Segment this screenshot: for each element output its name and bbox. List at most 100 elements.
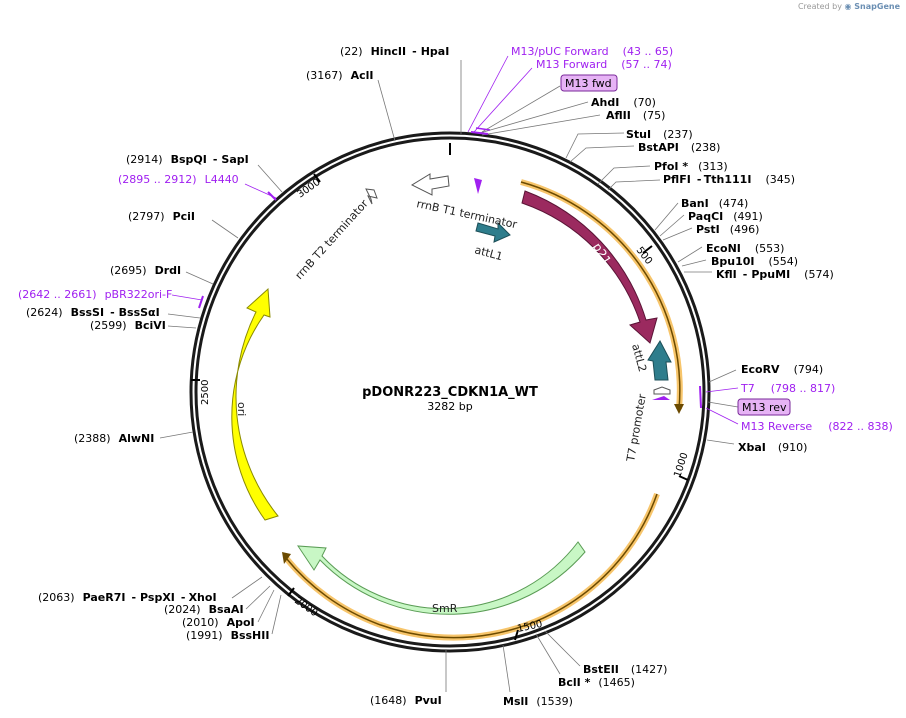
feature-arrow-attl1 xyxy=(475,221,511,243)
site-sep: - xyxy=(213,153,218,166)
site-pos: (70) xyxy=(633,96,656,109)
primer-name: T7 xyxy=(740,382,755,395)
site-leader-drdi xyxy=(185,271,214,285)
snapgene-credit: Created by ◉ SnapGene xyxy=(798,2,900,11)
feature-arrow-rrnb-t2 xyxy=(365,188,378,205)
site-name: BssSI xyxy=(71,306,105,319)
site-leader-msli xyxy=(502,644,511,693)
plasmid-name: pDONR223_CDKN1A_WT xyxy=(362,385,538,400)
site-sep-2: - xyxy=(181,591,185,604)
site-label-acli: (3167)AclI xyxy=(306,69,373,82)
feature-label-t7: T7 promoter xyxy=(624,393,649,464)
site-leader-bcivi xyxy=(167,325,197,329)
primer-leader-m13-rev-box xyxy=(707,401,739,408)
site-pos: (2388) xyxy=(74,432,111,445)
site-name: EcoRV xyxy=(741,363,780,376)
site-pos: (75) xyxy=(643,109,666,122)
site-label-bsaai: (2024)BsaAI xyxy=(164,603,244,616)
primer-leader-pbr322ori xyxy=(171,294,203,301)
primer-label-t7: T7(798 .. 817) xyxy=(740,382,835,395)
site-leader-stui xyxy=(565,132,625,159)
site-label-aflii: AflII(75) xyxy=(606,109,665,122)
feature-label-attl2: attL2 xyxy=(629,342,649,373)
tick-mark-3000 xyxy=(313,173,321,183)
site-name: AlwNI xyxy=(119,432,155,445)
site-leader-acli xyxy=(377,79,396,142)
feature-arrow-rrnb-t1 xyxy=(410,173,450,196)
site-name: BclI * xyxy=(558,676,591,689)
primer-marks xyxy=(171,55,739,425)
site-label-bsshii: (1991)BssHII xyxy=(186,629,269,642)
site-name: AhdI xyxy=(591,96,619,109)
site-label-kfli: KflI-PpuMI(574) xyxy=(716,268,834,281)
site-name: KflI xyxy=(716,268,737,281)
site-name: BciVI xyxy=(135,319,166,332)
site-name: BstEII xyxy=(583,663,619,676)
site-name: EcoNI xyxy=(706,242,741,255)
site-pos: (2063) xyxy=(38,591,75,604)
site-pos: (1648) xyxy=(370,694,407,707)
primer-labels: M13/pUC Forward(43 .. 65) M13 Forward(57… xyxy=(18,45,893,433)
primer-label-m13-puc: M13/pUC Forward(43 .. 65) xyxy=(511,45,673,58)
primer-range: (57 .. 74) xyxy=(621,58,672,71)
site-name: AclI xyxy=(351,69,374,82)
site-name: PciI xyxy=(173,210,195,223)
primer-label-pbr322ori: (2642 .. 2661) pBR322ori-F xyxy=(18,288,172,301)
site-pos: (574) xyxy=(804,268,834,281)
orf-arrow-smr xyxy=(282,552,291,564)
primer-mark-top-2 xyxy=(475,127,491,131)
site-pos: (237) xyxy=(663,128,693,141)
feature-arrow-p21 xyxy=(521,190,658,344)
primer-mark-l4440 xyxy=(267,191,277,201)
site-name: PflFI xyxy=(663,173,691,186)
site-name: BstAPI xyxy=(638,141,679,154)
tick-label-2500: 2500 xyxy=(200,380,211,405)
primer-label-m13-fwd: M13 fwd xyxy=(565,77,612,90)
site-label-bstapi: BstAPI(238) xyxy=(638,141,720,154)
site-pos: (794) xyxy=(794,363,824,376)
site-leader-xbai xyxy=(706,439,735,445)
primer-box-m13-fwd xyxy=(560,74,618,92)
site-leader-pcii xyxy=(211,219,239,239)
primer-range: (2642 .. 2661) xyxy=(18,288,97,301)
site-name-3: XhoI xyxy=(189,591,217,604)
primer-name: M13/pUC Forward xyxy=(511,45,609,58)
site-sep: - xyxy=(110,306,115,319)
site-name: PfoI * xyxy=(654,160,688,173)
orf-arc-smr-core xyxy=(285,493,658,639)
primer-leader-m13-fwd-box xyxy=(481,85,561,133)
site-pos: (474) xyxy=(719,197,749,210)
site-sep: - xyxy=(412,45,417,58)
primer-range: (2895 .. 2912) xyxy=(118,173,197,186)
site-leaders xyxy=(159,60,737,693)
feature-label-attl1: attL1 xyxy=(473,243,504,263)
plasmid-length: 3282 bp xyxy=(427,400,472,413)
site-pos: (2624) xyxy=(26,306,63,319)
site-name: XbaI xyxy=(738,441,766,454)
site-leader-bspqi xyxy=(257,164,283,193)
site-name: BssHII xyxy=(231,629,270,642)
site-leader-paqci xyxy=(659,214,685,237)
site-label-paqci: PaqCI(491) xyxy=(688,210,763,223)
feature-arrow-ori xyxy=(231,287,279,521)
site-name: BsaAI xyxy=(209,603,244,616)
site-pos: (1539) xyxy=(536,695,573,708)
primer-mark-right xyxy=(699,385,702,409)
site-label-bcli: BclI *(1465) xyxy=(558,676,635,689)
site-pos: (2010) xyxy=(182,616,219,629)
primer-name: pBR322ori-F xyxy=(105,288,173,301)
site-pos: (2599) xyxy=(90,319,127,332)
site-leader-bsteii xyxy=(544,630,581,667)
primer-name: M13 Reverse xyxy=(741,420,812,433)
site-leader-apoi xyxy=(257,589,275,623)
site-leader-bcli xyxy=(535,633,561,675)
primer-leader-m13-reverse xyxy=(705,407,739,425)
site-sep: - xyxy=(697,173,701,186)
site-label-bpu10i: Bpu10I(554) xyxy=(711,255,798,268)
site-pos: (910) xyxy=(778,441,808,454)
credit-brand: SnapGene xyxy=(854,2,900,11)
primer-arrow-m13-rev xyxy=(652,396,670,400)
primer-label-m13-reverse: M13 Reverse(822 .. 838) xyxy=(741,420,893,433)
site-label-ahdi: AhdI (70) xyxy=(591,96,656,109)
site-name-2: BssSαI xyxy=(119,306,160,319)
